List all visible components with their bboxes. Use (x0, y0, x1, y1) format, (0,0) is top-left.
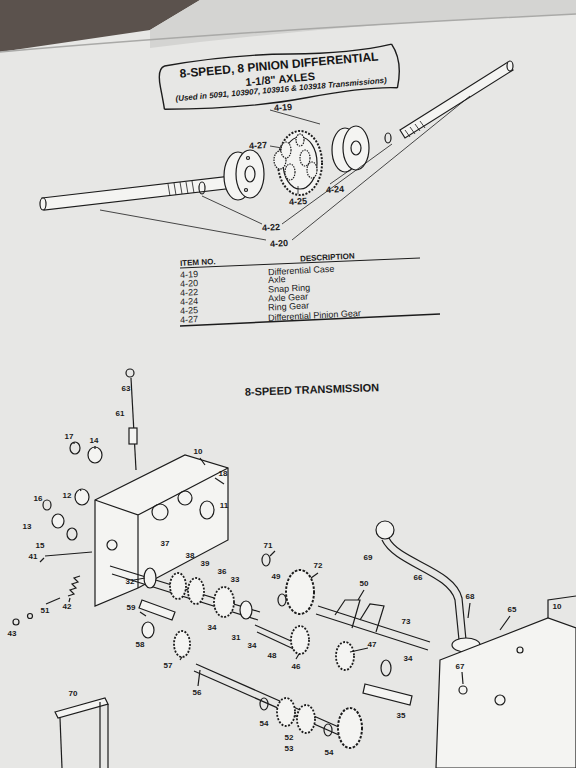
callout-number: 67 (456, 663, 465, 671)
callout-number: 69 (364, 554, 373, 562)
callout-number: 73 (402, 618, 411, 626)
callout-number: 34 (404, 655, 413, 663)
callout-number: 32 (126, 578, 135, 586)
callout-number: 61 (116, 410, 125, 418)
callout-number: 63 (122, 385, 131, 393)
callout-number: 31 (232, 634, 241, 642)
callout-number: 12 (63, 492, 72, 500)
callout-number: 4-22 (262, 223, 281, 233)
callout-number: 15 (36, 542, 45, 550)
callout-number: 66 (414, 574, 423, 582)
callout-number: 14 (90, 437, 99, 445)
callout-number: 54 (260, 720, 269, 728)
callout-number: 4-27 (249, 141, 268, 151)
callout-number: 51 (41, 607, 50, 615)
callout-number: 52 (285, 734, 294, 742)
callout-number: 39 (201, 560, 210, 568)
callout-number: 36 (218, 568, 227, 576)
table-cell: Axle (268, 275, 286, 285)
callout-number: 13 (23, 523, 32, 531)
callout-number: 11 (220, 502, 228, 510)
callout-number: 4-19 (274, 103, 293, 113)
callout-number: 47 (368, 641, 377, 649)
callout-number: 34 (208, 624, 217, 632)
callout-number: 42 (63, 603, 72, 611)
table-cell: 4-27 (180, 315, 198, 325)
callout-number: 65 (508, 606, 517, 614)
callout-number: 56 (193, 689, 202, 697)
callout-number: 41 (29, 553, 38, 561)
callout-number: 4-25 (289, 197, 308, 207)
callout-number: 10 (553, 603, 562, 611)
callout-number: 43 (8, 630, 17, 638)
callout-number: 38 (186, 552, 195, 560)
callout-number: 57 (164, 662, 173, 670)
callout-number: 71 (264, 542, 273, 550)
callout-number: 70 (69, 690, 78, 698)
callout-number: 68 (466, 593, 475, 601)
callout-number: 48 (268, 652, 277, 660)
callout-number: 4-20 (270, 239, 289, 249)
callout-number: 37 (161, 540, 170, 548)
callout-number: 35 (397, 712, 406, 720)
callout-number: 58 (136, 641, 145, 649)
callout-number: 4-24 (326, 185, 345, 195)
callout-number: 54 (325, 749, 334, 757)
callout-number: 72 (314, 562, 323, 570)
callout-number: 17 (65, 433, 74, 441)
callout-number: 18 (219, 470, 228, 478)
callout-number: 53 (285, 745, 294, 753)
callout-number: 59 (127, 604, 136, 612)
callout-number: 33 (231, 576, 240, 584)
callout-number: 10 (194, 448, 203, 456)
banner-line (158, 42, 401, 113)
callout-number: 34 (248, 642, 257, 650)
callout-number: 16 (34, 495, 43, 503)
callout-number: 49 (272, 573, 281, 581)
callout-number: 50 (360, 580, 369, 588)
callout-number: 46 (292, 663, 301, 671)
